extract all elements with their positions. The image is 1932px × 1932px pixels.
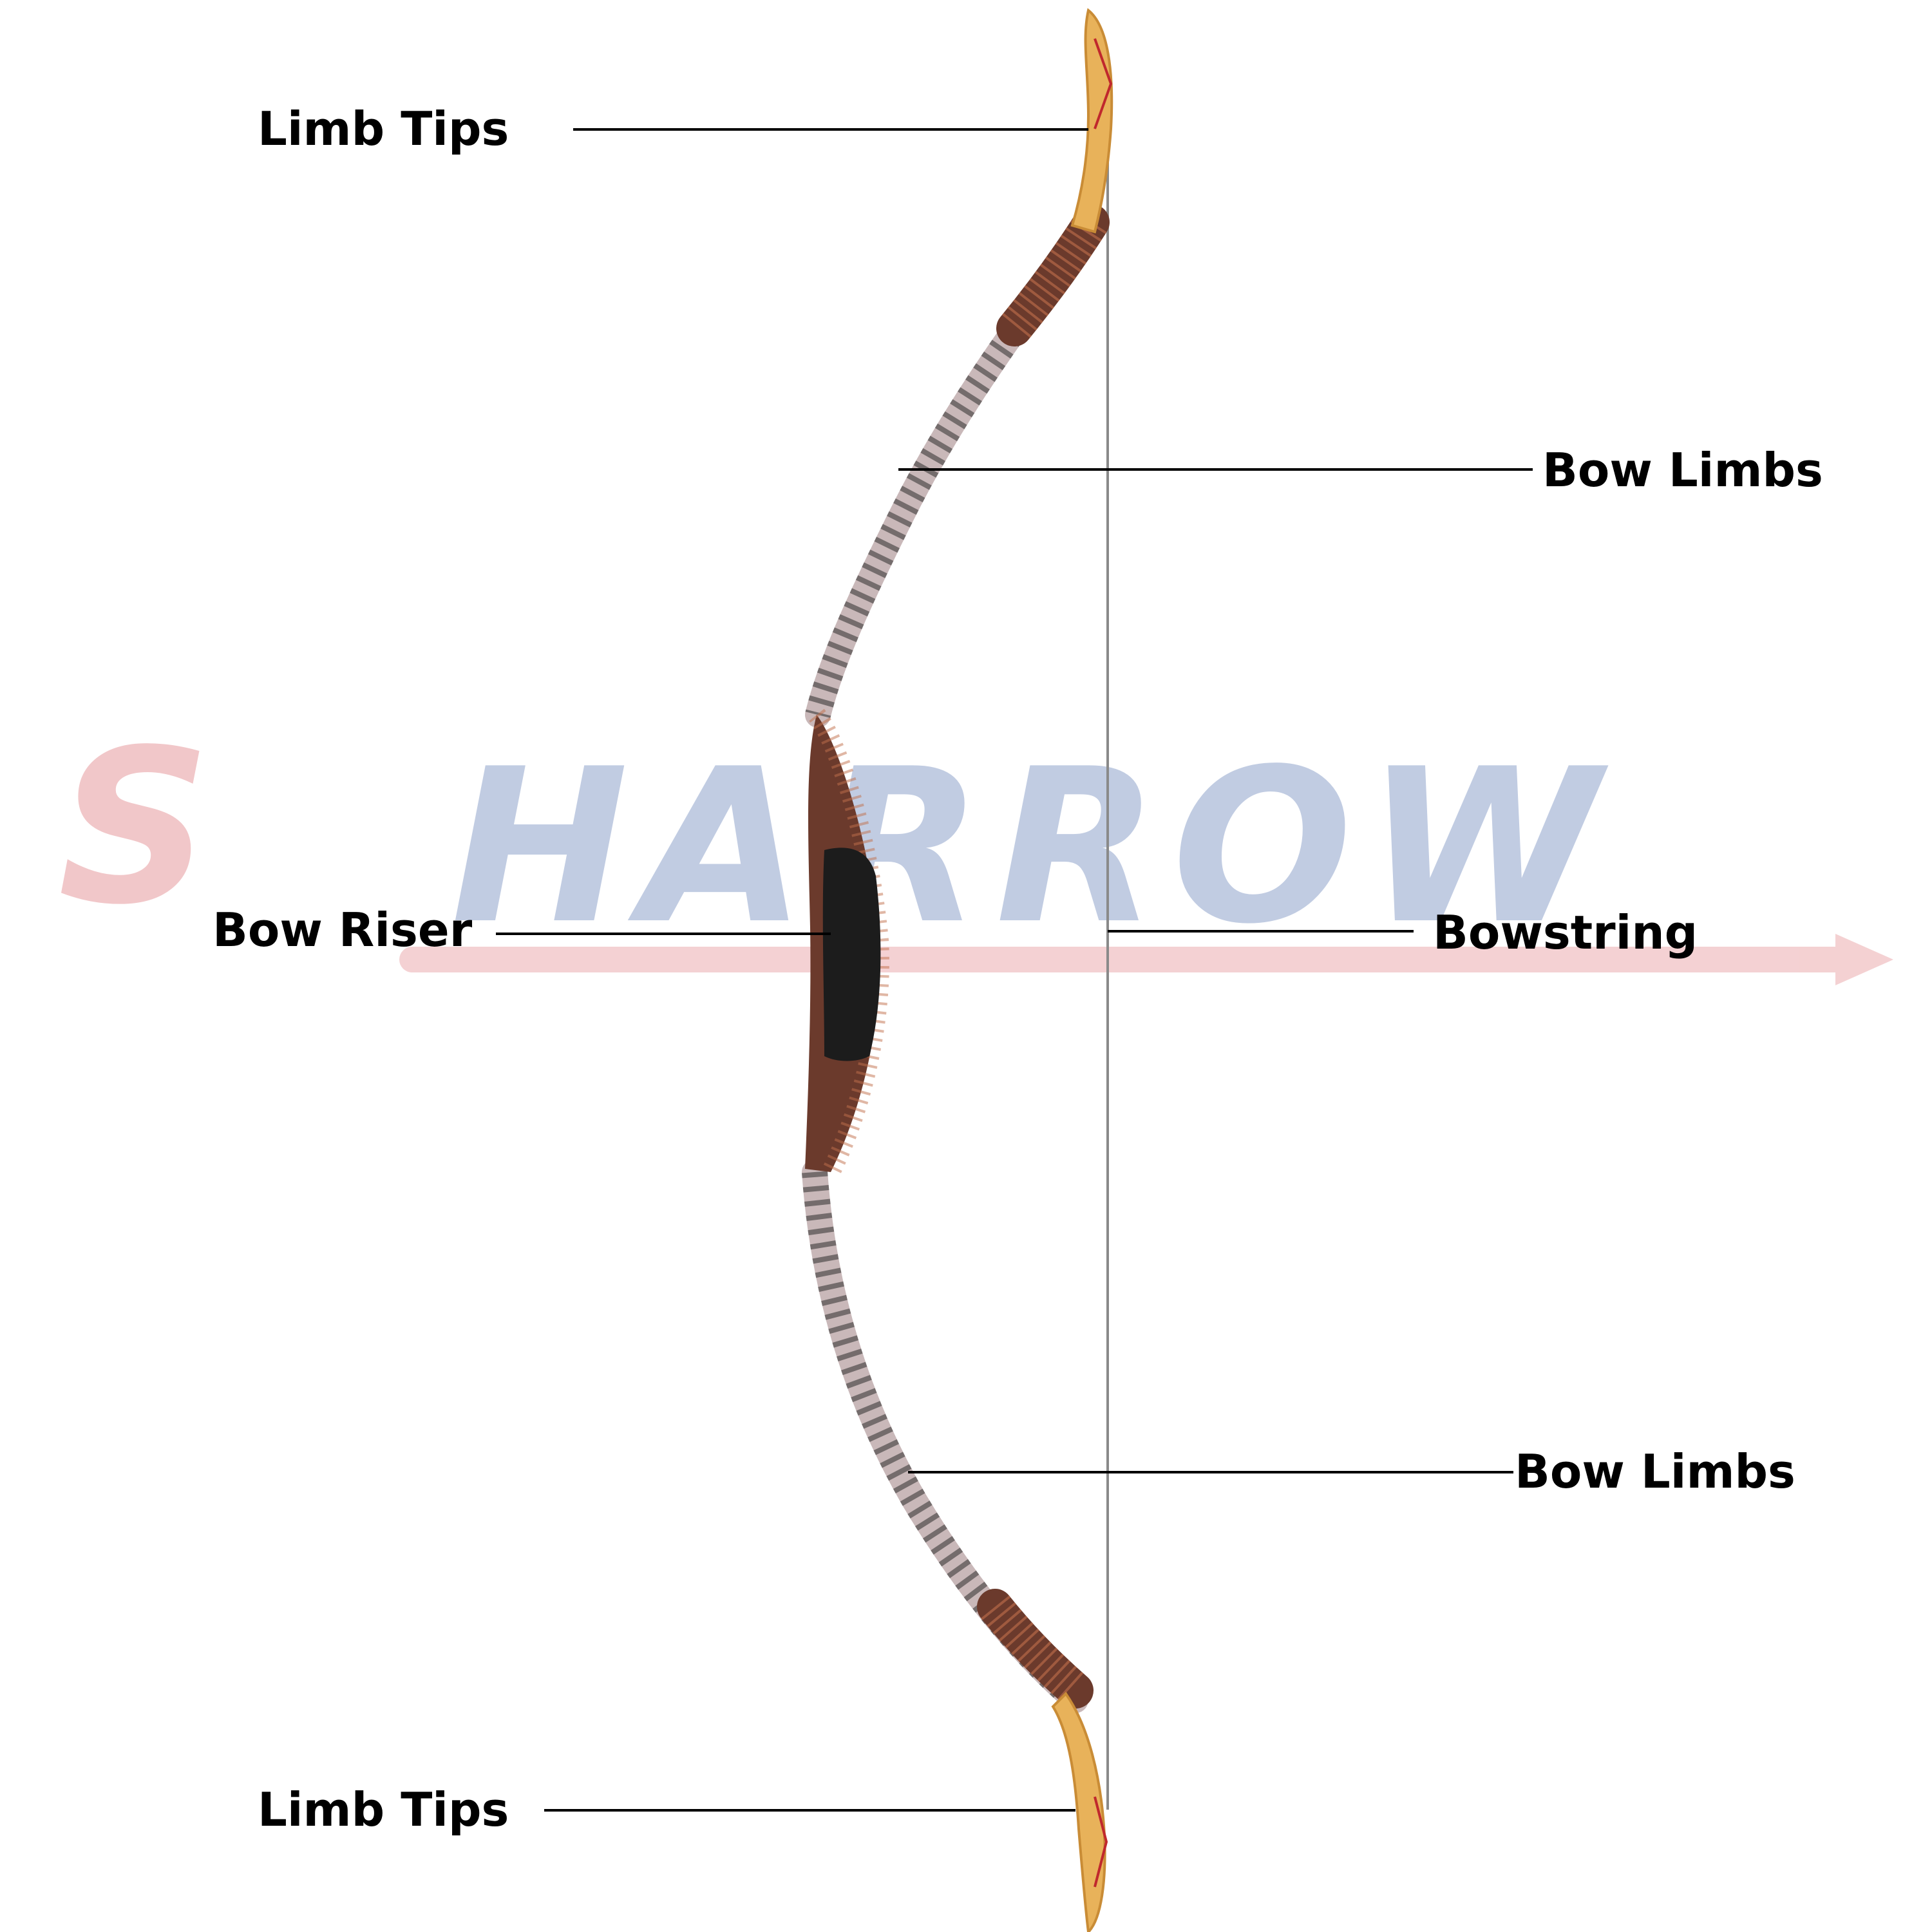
bow-grip [822,848,881,1061]
label-bow-riser: Bow Riser [213,903,473,957]
label-bow-limbs-top: Bow Limbs [1542,443,1823,497]
watermark-logo-harrow: HARROW [451,723,1613,971]
label-limb-tips-top: Limb Tips [258,102,509,156]
upper-limb-tip [1070,8,1113,234]
label-limb-tips-bottom: Limb Tips [258,1783,509,1837]
label-bow-limbs-bottom: Bow Limbs [1515,1444,1795,1499]
lower-limb-wrap [977,1589,1094,1709]
lower-limb-tip [1051,1691,1106,1932]
label-bowstring: Bowstring [1433,905,1698,960]
watermark-logo-s: S [58,704,211,951]
